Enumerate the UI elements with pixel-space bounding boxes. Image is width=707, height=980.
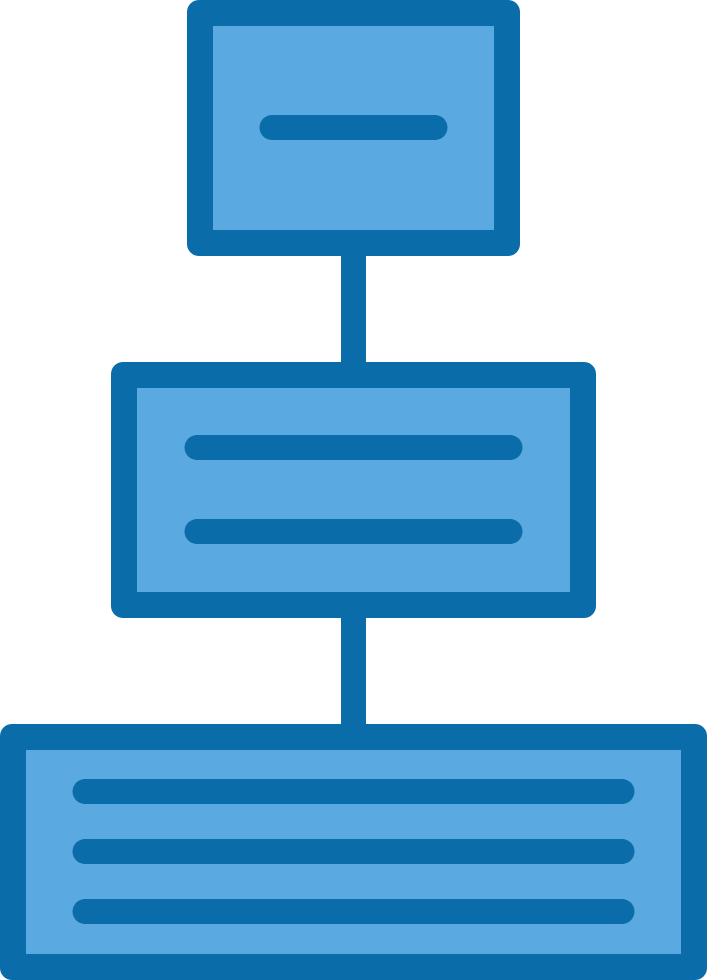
top-node-box [187, 0, 520, 256]
bottom-node-box [0, 724, 707, 980]
connector-top-middle [341, 252, 366, 366]
middle-node-box [111, 362, 596, 618]
connector-middle-bottom [341, 612, 366, 728]
middle-node-fill [137, 388, 570, 592]
